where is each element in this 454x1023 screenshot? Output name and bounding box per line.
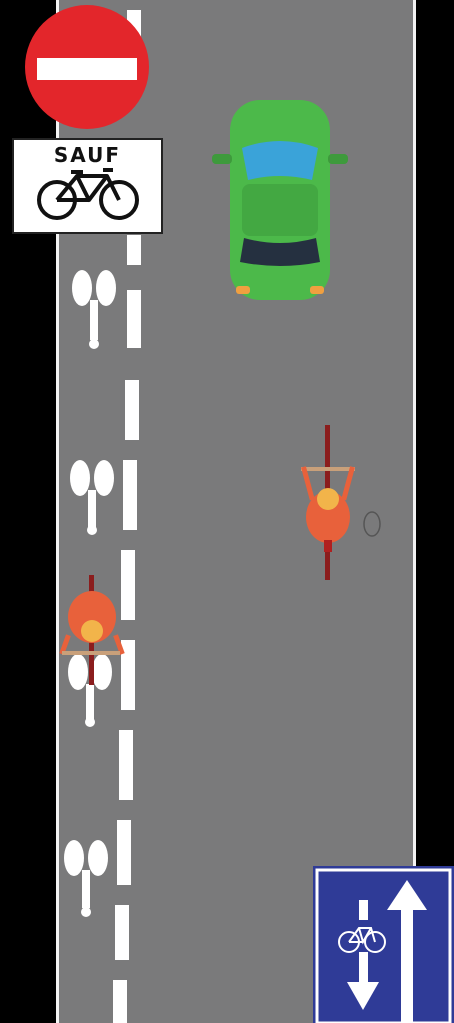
car [208, 98, 358, 308]
sign-text: SAUF [14, 144, 161, 166]
except-bicycles-sign: SAUF [12, 138, 163, 234]
cyclist-right [293, 425, 363, 585]
road-mark [358, 508, 388, 542]
contraflow-lane-sign [313, 866, 454, 1023]
road-bike-symbol [70, 460, 114, 535]
bicycle-icon [33, 166, 143, 222]
cyclist-left [58, 575, 128, 695]
road-bike-symbol [72, 270, 116, 349]
road-bike-symbol [64, 840, 108, 917]
no-entry-sign [22, 2, 152, 132]
